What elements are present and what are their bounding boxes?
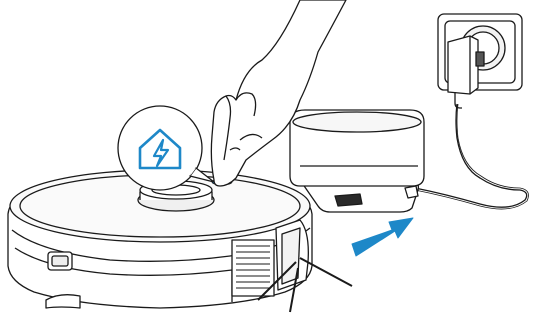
home-lightning-icon <box>117 105 215 191</box>
power-adapter-icon <box>447 35 485 109</box>
pointing-hand-icon <box>210 0 347 187</box>
charging-dock <box>289 109 425 213</box>
arrow-right-icon <box>351 217 414 257</box>
power-cable <box>414 103 528 208</box>
side-grille <box>231 239 275 297</box>
lidar-turret <box>137 180 215 212</box>
